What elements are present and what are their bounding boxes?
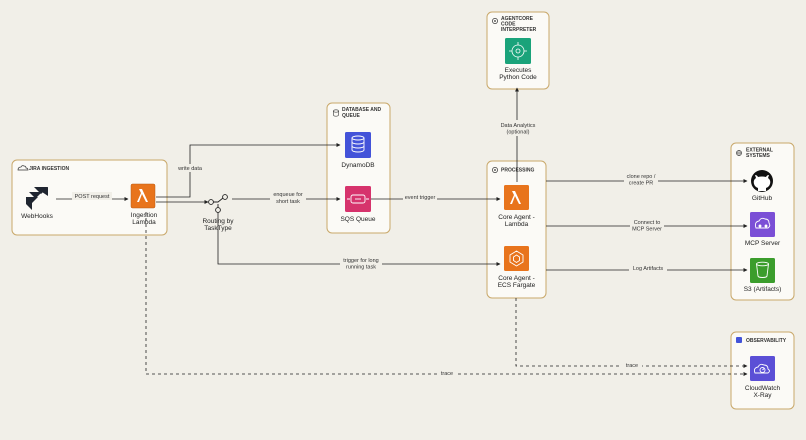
- group-database-queue: DATABASE AND QUEUE: [326, 102, 391, 234]
- label-log-artifacts: Log Artifacts: [633, 266, 664, 272]
- routing-label-1: Routing by: [202, 218, 234, 225]
- database-icon: [333, 109, 339, 117]
- label-analytics-2: (optional): [507, 130, 530, 136]
- label-clone-2: create PR: [629, 181, 653, 187]
- label-analytics-1: Data Analytics: [501, 123, 536, 129]
- ingestion-label-2: Lambda: [132, 219, 156, 226]
- core-lambda-label-2: Lambda: [505, 221, 529, 228]
- label-event-trigger: event trigger: [405, 195, 436, 201]
- node-core-agent-lambda[interactable]: Core Agent - Lambda: [498, 185, 535, 228]
- node-github[interactable]: GitHub: [751, 170, 773, 202]
- label-trace-processing: trace: [626, 363, 638, 369]
- group-processing: PROCESSING: [486, 160, 547, 299]
- gear-icon: [492, 167, 498, 173]
- node-cloudwatch[interactable]: CloudWatch X-Ray: [745, 356, 781, 399]
- routing-label-2: TaskType: [204, 225, 232, 232]
- node-webhooks[interactable]: WebHooks: [21, 187, 54, 220]
- ecs-fargate-icon: [509, 250, 524, 267]
- label-long-1: trigger for long: [343, 258, 378, 264]
- group-title-processing: PROCESSING: [501, 168, 534, 174]
- edge-trace-ingestion: [145, 212, 748, 376]
- node-sqs[interactable]: SQS Queue: [340, 186, 376, 223]
- core-ecs-label-2: ECS Fargate: [498, 282, 536, 289]
- node-core-agent-ecs[interactable]: Core Agent - ECS Fargate: [498, 246, 536, 289]
- group-title-agentcore-2: CODE: [501, 22, 516, 28]
- router-icon: [208, 194, 228, 213]
- node-routing[interactable]: Routing by TaskType: [202, 194, 234, 232]
- sqs-label: SQS Queue: [340, 216, 375, 223]
- label-connect-2: MCP Server: [632, 227, 662, 233]
- group-title-jira: JIRA INGESTION: [29, 166, 69, 172]
- label-write-data: write data: [177, 166, 203, 172]
- mcp-icon: [754, 217, 771, 229]
- core-ecs-label-1: Core Agent -: [498, 275, 535, 282]
- node-mcp-server[interactable]: MCP Server: [745, 212, 781, 247]
- core-lambda-label-1: Core Agent -: [498, 214, 535, 221]
- jira-icon: [26, 187, 48, 210]
- label-enqueue-2: short task: [276, 199, 300, 205]
- s3-bucket-icon: [756, 261, 769, 278]
- webhooks-label: WebHooks: [21, 213, 53, 220]
- node-dynamodb[interactable]: DynamoDB: [341, 132, 375, 169]
- label-trace-ingestion: trace: [441, 371, 453, 377]
- brain-chip-icon: [509, 42, 527, 60]
- gear-icon: [492, 18, 498, 24]
- lambda-icon: [510, 191, 521, 204]
- group-title-agentcore-3: INTERPRETER: [501, 27, 537, 33]
- cloud-icon: [17, 165, 29, 171]
- executes-label-2: Python Code: [499, 74, 537, 81]
- node-s3[interactable]: S3 (Artifacts): [744, 258, 782, 293]
- github-icon: [751, 170, 773, 192]
- edges: [56, 87, 748, 376]
- label-clone-1: clone repo /: [627, 174, 656, 180]
- cloudwatch-label-2: X-Ray: [753, 392, 772, 399]
- label-long-2: running task: [346, 265, 376, 271]
- lambda-icon: [137, 189, 148, 202]
- label-post-request: POST request: [75, 194, 110, 200]
- label-connect-1: Connect to: [634, 220, 661, 226]
- mcp-label: MCP Server: [745, 240, 781, 247]
- node-ingestion-lambda[interactable]: Ingestion Lambda: [130, 183, 158, 226]
- group-title-external-2: SYSTEMS: [746, 153, 771, 159]
- group-title-external-1: EXTERNAL: [746, 148, 773, 154]
- node-code-interpreter[interactable]: Executes Python Code: [499, 38, 537, 81]
- group-title-db-1: DATABASE AND: [342, 107, 381, 113]
- group-title-observability: OBSERVABILITY: [746, 338, 787, 344]
- globe-icon: [736, 150, 742, 156]
- edge-labels: POST request write data enqueue for shor…: [72, 120, 667, 377]
- edge-long-task: [217, 212, 501, 266]
- group-title-db-2: QUEUE: [342, 113, 360, 119]
- dynamodb-label: DynamoDB: [341, 162, 374, 169]
- ingestion-label-1: Ingestion: [131, 212, 158, 219]
- edge-trace-processing: [515, 298, 748, 368]
- sqs-icon: [347, 194, 369, 204]
- observability-icon: [736, 337, 742, 343]
- dynamodb-icon: [351, 135, 365, 153]
- group-title-agentcore-1: AGENTCORE: [501, 16, 534, 22]
- s3-label: S3 (Artifacts): [744, 286, 782, 293]
- executes-label-1: Executes: [505, 67, 532, 74]
- cloudwatch-label-1: CloudWatch: [745, 385, 781, 392]
- label-enqueue-1: enqueue for: [273, 192, 303, 198]
- cloudwatch-icon: [753, 363, 770, 374]
- github-label: GitHub: [752, 195, 773, 202]
